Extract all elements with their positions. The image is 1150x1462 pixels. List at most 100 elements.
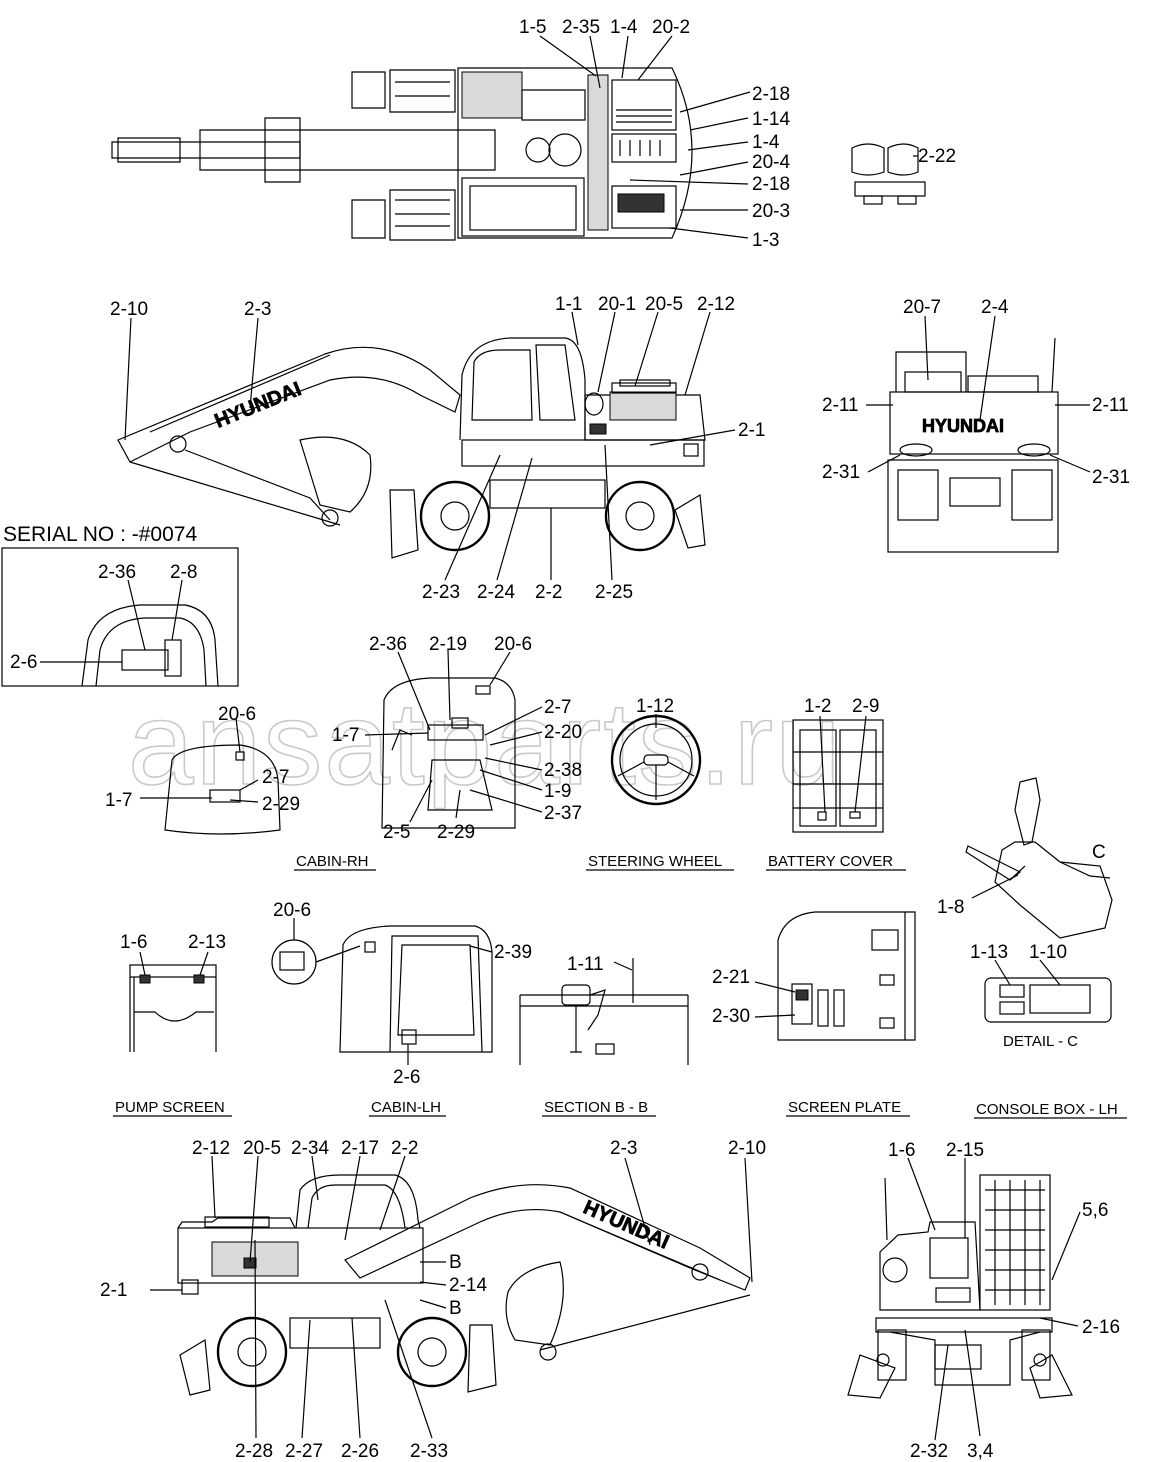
callout: 2-32	[910, 1441, 948, 1462]
side-view-lh-leaders	[150, 1155, 753, 1439]
callout: 2-5	[383, 822, 410, 843]
callout: 1-5	[519, 17, 546, 38]
leader-line	[754, 981, 796, 1018]
side-view-lh-callouts: 2-12 20-5 2-34 2-17 2-2 2-3 2-10 2-1 B 2…	[100, 1138, 766, 1462]
callout: 2-18	[752, 174, 790, 195]
callout: 2-21	[712, 967, 750, 988]
callout: 2-4	[981, 297, 1009, 318]
callout: 5,6	[1082, 1200, 1108, 1221]
callout: 2-31	[822, 462, 860, 483]
callout: 1-8	[937, 897, 964, 918]
caption-steering-wheel: STEERING WHEEL	[588, 853, 722, 870]
caption-cabin-lh: CABIN-LH	[371, 1099, 441, 1116]
cabin-rh-callouts: 2-36 2-19 20-6 2-7 1-7 2-20 2-38 1-9 2-3…	[105, 634, 582, 843]
top-view-leaders	[539, 35, 918, 239]
callout: 2-12	[192, 1138, 230, 1159]
callout: B	[449, 1298, 462, 1319]
callout: 1-3	[752, 230, 779, 251]
callout: 20-6	[494, 634, 532, 655]
side-view-rh-leaders	[124, 311, 736, 581]
section-bb-drawing	[519, 958, 689, 1065]
callout: 2-28	[235, 1441, 273, 1462]
watermark: ansatparts.ru	[128, 678, 843, 810]
caption-section-bb: SECTION B - B	[544, 1099, 648, 1116]
callout: 2-35	[562, 17, 600, 38]
callout: 2-33	[410, 1441, 448, 1462]
caption-pump-screen: PUMP SCREEN	[115, 1099, 225, 1116]
callout: C	[1092, 842, 1106, 863]
rear-view-callouts: 20-7 2-4 2-11 2-11 2-31 2-31	[822, 297, 1130, 488]
callout: 2-12	[697, 294, 735, 315]
cabin-rh-leaders	[140, 649, 543, 823]
top-view-callouts: 1-5 2-35 1-4 20-2 2-18 1-14 1-4 20-4 2-1…	[519, 17, 956, 251]
callout: 1-14	[752, 109, 790, 130]
callout: 2-2	[535, 582, 562, 603]
callout: 2-30	[712, 1006, 750, 1027]
callout: 2-14	[449, 1275, 487, 1296]
steering-wheel-drawing	[610, 714, 702, 806]
callout: 1-1	[555, 294, 582, 315]
pump-screen-drawing	[129, 951, 217, 1052]
callout: 2-3	[244, 299, 271, 320]
valve-detail-2-22	[851, 143, 926, 205]
callout: 2-15	[946, 1140, 984, 1161]
top-view-drawing	[111, 67, 693, 241]
callout: 1-11	[567, 954, 604, 975]
callout: 2-11	[1092, 395, 1129, 416]
cabin-lh-leaders	[293, 918, 493, 1065]
callout: 2-22	[918, 146, 956, 167]
serial-number-title: SERIAL NO : -#0074	[3, 523, 197, 546]
cabin-lh-drawing	[271, 925, 493, 1053]
callout: 20-2	[652, 17, 690, 38]
caption-detail-c: DETAIL - C	[1003, 1033, 1078, 1050]
callout: 2-8	[170, 562, 197, 583]
side-view-rh-drawing: HYUNDAI	[117, 337, 706, 559]
battery-cover-drawing	[792, 715, 884, 833]
callout: 20-1	[598, 294, 636, 315]
rear-view-leaders	[866, 315, 1091, 473]
callout: 2-2	[391, 1138, 418, 1159]
serial-detail-callouts: 2-36 2-8 2-6	[10, 562, 197, 673]
callout: 1-4	[752, 132, 780, 153]
callout: 3,4	[967, 1441, 994, 1462]
callout: 2-29	[437, 822, 475, 843]
callout: 2-24	[477, 582, 515, 603]
callout: 1-12	[636, 696, 674, 717]
rear-brand-text: HYUNDAI	[922, 416, 1004, 436]
callout: 2-9	[852, 696, 879, 717]
callout: 20-6	[273, 900, 311, 921]
callout: 2-25	[595, 582, 633, 603]
callout: 1-6	[120, 932, 147, 953]
side-view-rh-callouts: 2-10 2-3 1-1 20-1 20-5 2-12 2-1 2-23 2-2…	[110, 294, 765, 603]
front-view-callouts: 1-6 2-15 5,6 2-16 2-32 3,4	[888, 1140, 1120, 1462]
callout: 2-26	[341, 1441, 379, 1462]
callout: 2-17	[341, 1138, 379, 1159]
callout: 2-10	[110, 299, 148, 320]
caption-cabin-rh: CABIN-RH	[296, 853, 369, 870]
callout: B	[449, 1252, 462, 1273]
screen-plate-drawing	[777, 911, 916, 1041]
callout: 1-2	[804, 696, 831, 717]
callout: 2-37	[544, 803, 582, 824]
callout: 1-7	[332, 725, 359, 746]
callout: 1-9	[544, 781, 571, 802]
caption-battery-cover: BATTERY COVER	[768, 853, 893, 870]
callout: 1-4	[610, 17, 638, 38]
callout: 2-29	[262, 794, 300, 815]
callout: 2-19	[429, 634, 467, 655]
callout: 2-6	[10, 652, 37, 673]
callout: 2-11	[822, 395, 859, 416]
callout: 2-20	[544, 722, 582, 743]
callout: 2-39	[494, 942, 532, 963]
callout: 2-36	[369, 634, 407, 655]
callout: 2-13	[188, 932, 226, 953]
callout: 2-1	[738, 420, 765, 441]
callout: 2-10	[728, 1138, 766, 1159]
callout: 2-34	[291, 1138, 329, 1159]
callout: 20-7	[903, 297, 941, 318]
callout: 2-23	[422, 582, 460, 603]
callout: 1-6	[888, 1140, 915, 1161]
serial-detail-box	[1, 547, 239, 687]
